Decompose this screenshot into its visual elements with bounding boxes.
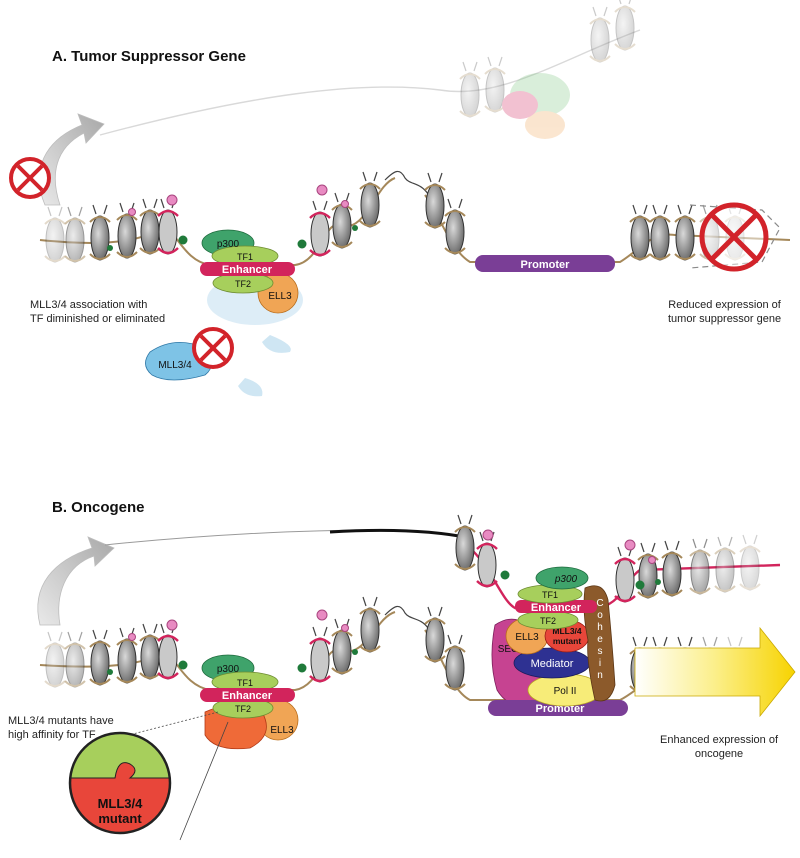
panel-b-note-right: Enhanced expression of oncogene: [660, 733, 778, 761]
mll-mutant-label-b-2: mutant: [553, 636, 582, 646]
panel-a-note-right: Reduced expression of tumor suppressor g…: [668, 298, 781, 326]
panel-b-title: B. Oncogene: [52, 499, 145, 516]
cohesin-letter: o: [597, 610, 603, 621]
enhancer-label-a: Enhancer: [222, 264, 273, 276]
panel-a-note-right-line1: Reduced expression of: [668, 299, 781, 311]
panel-b-note-left-line1: MLL3/4 mutants have: [8, 715, 114, 727]
panel-b-note-right-line1: Enhanced expression of: [660, 734, 779, 746]
pol2-label: Pol II: [554, 686, 577, 697]
histone-marks-b-left: [107, 609, 358, 675]
tf2-label-b-right: TF2: [540, 616, 556, 626]
expression-arrow-grey-a: [38, 113, 105, 206]
promoter-bar-a: [475, 255, 615, 272]
inhibit-icon-a-left: [9, 157, 51, 199]
tf2-label-b-left: TF2: [235, 704, 251, 714]
ell3-label-b-right: ELL3: [515, 632, 539, 643]
zoom-label-1: MLL3/4: [98, 796, 144, 811]
ell3-label-a: ELL3: [268, 291, 292, 302]
mll-label-a: MLL3/4: [158, 360, 192, 371]
sec-label: SEC: [498, 644, 519, 655]
dna-linker-a: [384, 170, 429, 195]
p300-shape-b-right: [535, 566, 589, 590]
tf2-label-a: TF2: [235, 279, 251, 289]
zoom-line-bottom: [179, 721, 229, 841]
inhibit-icon-a-mll: [192, 327, 234, 369]
zoom-label-2: mutant: [98, 811, 142, 826]
faded-nucleosomes-a: [459, 0, 636, 139]
expression-arrow-yellow-b: [634, 626, 796, 718]
cohesin-letter: s: [598, 646, 603, 657]
enhancer-label-b-left: Enhancer: [222, 690, 273, 702]
panel-b-note-left: MLL3/4 mutants have high affinity for TF: [8, 714, 114, 742]
dna-loop-b-dark: [329, 528, 471, 540]
faded-dna-loop-a: [99, 29, 641, 136]
panel-a-note-left-line1: MLL3/4 association with: [30, 299, 148, 311]
panel-a-title: A. Tumor Suppressor Gene: [52, 48, 246, 65]
cohesin-letter: n: [597, 670, 603, 681]
panel-a-note-left: MLL3/4 association with TF diminished or…: [30, 298, 165, 326]
panel-b: p300 TF1 Enhancer TF2 ELL3 MLL3/4 mutant: [37, 514, 796, 841]
tf1-label-a: TF1: [237, 252, 253, 262]
panel-a: p300 TF1 Enhancer TF2 ELL3 MLL3/4 Promot…: [9, 0, 791, 397]
inhibit-icon-a-right: [699, 202, 769, 272]
cohesin-shape: [583, 585, 616, 702]
p300-label-b-right: p300: [554, 574, 578, 585]
mll-fragment-a: [262, 335, 291, 353]
cohesin-letter: h: [597, 622, 603, 633]
panel-b-note-left-line2: high affinity for TF: [8, 729, 96, 741]
dna-linker-b: [384, 605, 429, 629]
enhancer-bar-b-right: [515, 600, 597, 613]
panel-a-note-left-line2: TF diminished or eliminated: [30, 313, 166, 325]
tf1-label-b-right: TF1: [542, 590, 558, 600]
histone-marks-a: [107, 184, 358, 251]
zoom-inset: MLL3/4 mutant: [68, 731, 172, 835]
p300-label-a: p300: [217, 239, 240, 250]
enhancer-label-b-right: Enhancer: [531, 602, 582, 614]
panel-b-note-right-line2: oncogene: [694, 748, 744, 760]
p300-label-b-left: p300: [217, 664, 240, 675]
cohesin-letter: i: [599, 658, 601, 669]
promoter-bar-b: [488, 700, 628, 716]
mll-fragment-a-2: [238, 378, 263, 397]
mll-mutant-label-b-1: MLL3/4: [552, 626, 582, 636]
histone-marks-b-upper: [482, 529, 661, 590]
panel-a-note-right-line2: tumor suppressor gene: [668, 313, 782, 325]
tf1-label-b-left: TF1: [237, 678, 253, 688]
cohesin-letter: C: [596, 598, 603, 609]
mediator-label: Mediator: [531, 658, 574, 670]
promoter-label-a: Promoter: [521, 259, 571, 271]
enhancer-bar-a: [200, 262, 295, 276]
ell3-label-b-left: ELL3: [270, 725, 294, 736]
enhancer-bar-b-left: [200, 688, 295, 702]
cohesin-letter: e: [597, 634, 603, 645]
nucleosomes-a-right: [424, 172, 746, 261]
expression-arrow-grey-b: [37, 536, 115, 626]
